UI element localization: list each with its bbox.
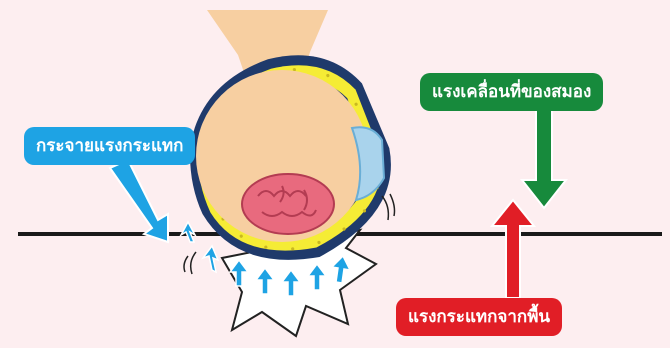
ground-impact-label: แรงกระแทกจากพื้น: [396, 298, 562, 336]
dispersion-arrow-2: [203, 246, 218, 272]
dispersion-pointer-arrow: [110, 160, 168, 242]
ground-impact-arrow: [492, 200, 534, 298]
dispersion-arrow-1: [181, 222, 195, 242]
brain-motion-arrow: [522, 110, 566, 208]
brain-motion-label: แรงเคลื่อนที่ของสมอง: [420, 73, 603, 111]
brain: [242, 174, 334, 234]
dispersion-label: กระจายแรงกระแทก: [24, 127, 195, 165]
